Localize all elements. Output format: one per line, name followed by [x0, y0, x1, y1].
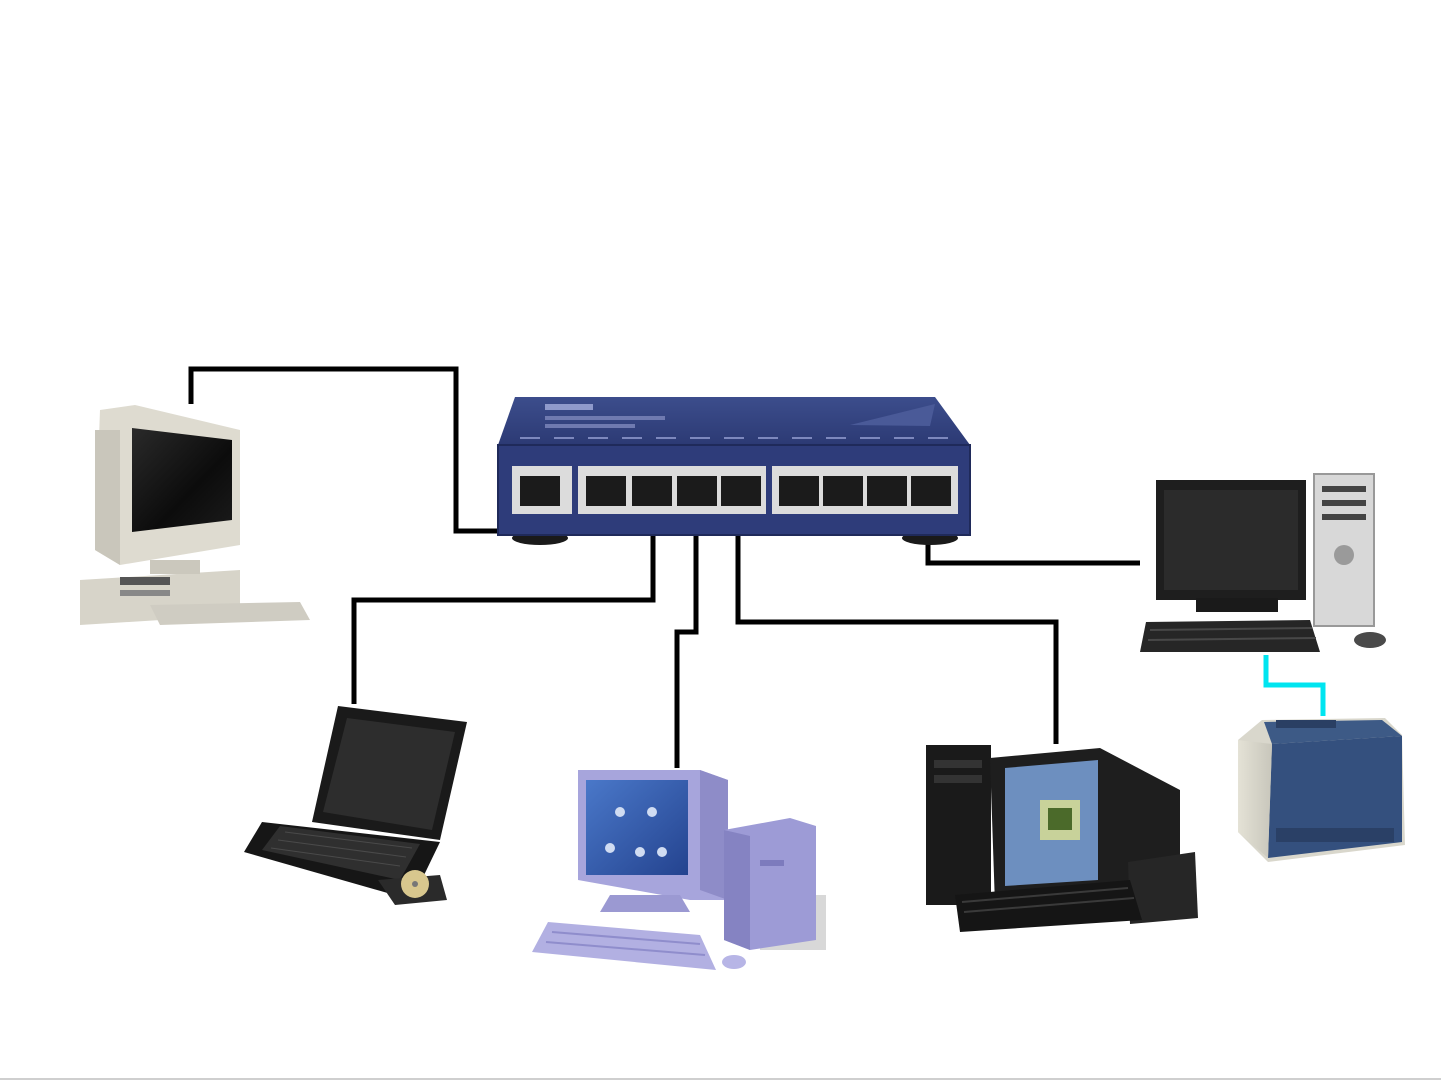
crt-desktop-computer-icon — [80, 405, 310, 625]
vaio-desktop-computer-icon — [532, 770, 826, 970]
laser-printer-icon — [1238, 718, 1405, 862]
cable-vaio-desktop-to-switch — [677, 500, 696, 768]
network-switch-icon — [498, 397, 970, 545]
cable-black-desktop-to-switch — [738, 500, 1056, 744]
bottom-divider-line — [0, 1078, 1441, 1080]
lcd-desktop-tower-icon — [1140, 474, 1386, 652]
black-desktop-computer-icon — [926, 745, 1198, 932]
cable-printer-to-lcd-desktop — [1266, 655, 1323, 716]
laptop-icon — [244, 706, 467, 905]
